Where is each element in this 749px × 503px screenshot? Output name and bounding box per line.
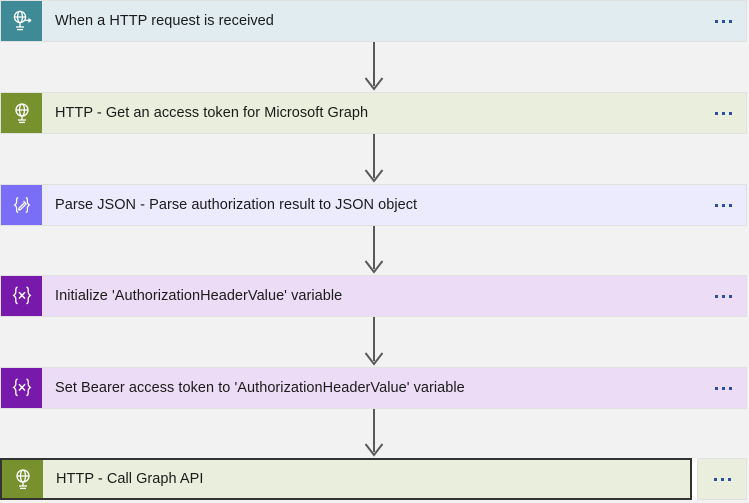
flow-step-card-4[interactable]: Initialize 'AuthorizationHeaderValue' va… [0, 275, 747, 317]
flow-step-main-1[interactable]: When a HTTP request is received [0, 0, 747, 42]
flow-step-main-2[interactable]: HTTP - Get an access token for Microsoft… [0, 92, 747, 134]
flow-step-card-2[interactable]: HTTP - Get an access token for Microsoft… [0, 92, 747, 134]
flow-step-title: Initialize 'AuthorizationHeaderValue' va… [55, 288, 343, 304]
flow-step-body-4: Initialize 'AuthorizationHeaderValue' va… [42, 276, 746, 316]
flow-step-body-3: Parse JSON - Parse authorization result … [42, 185, 746, 225]
globe-request-trigger-icon [1, 1, 42, 41]
globe-http-icon [2, 460, 43, 498]
overflow-menu-icon[interactable] [703, 111, 732, 115]
overflow-menu-icon[interactable] [703, 294, 732, 298]
flow-step-main-6[interactable]: HTTP - Call Graph API [0, 458, 692, 500]
flow-step-title: When a HTTP request is received [55, 13, 274, 29]
connector-arrow-3 [362, 226, 386, 275]
globe-http-icon [1, 93, 42, 133]
flow-step-body-5: Set Bearer access token to 'Authorizatio… [42, 368, 746, 408]
connector-arrow-5 [362, 409, 386, 458]
connector-arrow-2 [362, 134, 386, 184]
flow-step-card-1[interactable]: When a HTTP request is received [0, 0, 747, 42]
flow-step-body-2: HTTP - Get an access token for Microsoft… [42, 93, 746, 133]
overflow-menu-icon[interactable] [703, 19, 732, 23]
flow-step-main-3[interactable]: Parse JSON - Parse authorization result … [0, 184, 747, 226]
flow-step-main-5[interactable]: Set Bearer access token to 'Authorizatio… [0, 367, 747, 409]
braces-variable-icon [1, 276, 42, 316]
flow-step-title: HTTP - Call Graph API [56, 471, 204, 487]
flow-step-body-6: HTTP - Call Graph API [43, 460, 690, 498]
flow-step-card-3[interactable]: Parse JSON - Parse authorization result … [0, 184, 747, 226]
flow-step-title: Set Bearer access token to 'Authorizatio… [55, 380, 465, 396]
flow-step-title: Parse JSON - Parse authorization result … [55, 197, 418, 213]
overflow-menu-icon[interactable] [703, 203, 732, 207]
flow-step-card-5[interactable]: Set Bearer access token to 'Authorizatio… [0, 367, 747, 409]
braces-variable-icon [1, 368, 42, 408]
flow-step-main-4[interactable]: Initialize 'AuthorizationHeaderValue' va… [0, 275, 747, 317]
overflow-menu-button[interactable] [697, 458, 747, 500]
connector-arrow-4 [362, 317, 386, 367]
overflow-menu-icon[interactable] [713, 477, 731, 481]
braces-pencil-icon [1, 185, 42, 225]
overflow-menu-icon[interactable] [703, 386, 732, 390]
flow-step-card-6[interactable]: HTTP - Call Graph API [0, 458, 747, 500]
flow-step-body-1: When a HTTP request is received [42, 1, 746, 41]
flow-step-title: HTTP - Get an access token for Microsoft… [55, 105, 369, 121]
connector-arrow-1 [362, 42, 386, 92]
